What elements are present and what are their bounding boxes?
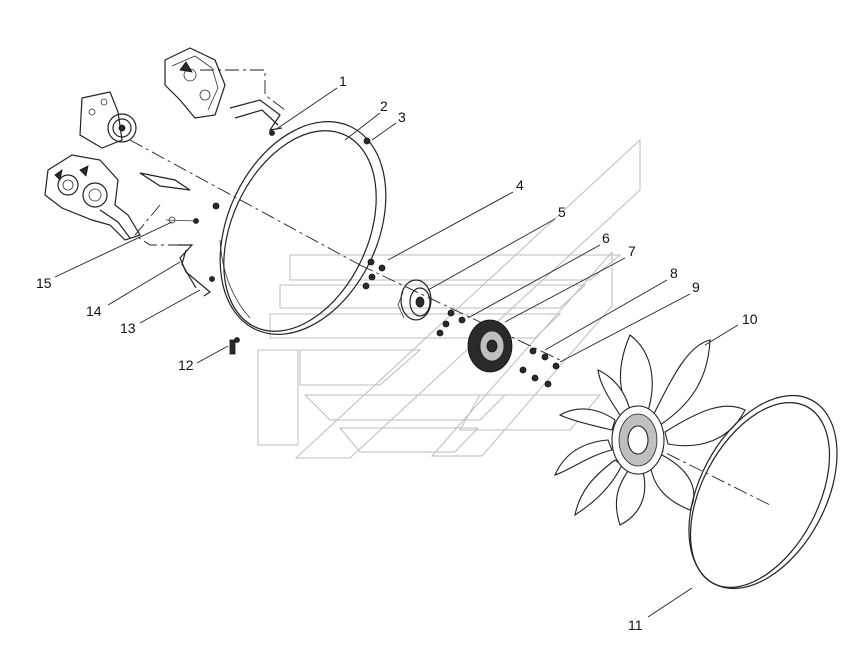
thermostat-housing (44, 154, 141, 241)
fan-assembly (554, 334, 746, 526)
fasteners (229, 130, 560, 388)
callout-15: 15 (36, 275, 52, 291)
leader-lines (54, 87, 739, 618)
callout-9: 9 (692, 279, 700, 295)
callout-labels: 1 2 3 4 5 6 7 8 9 10 11 12 13 14 15 (36, 73, 758, 633)
callout-12: 12 (178, 357, 194, 373)
fan-ring (688, 394, 838, 590)
callout-10: 10 (742, 311, 758, 327)
callout-8: 8 (670, 265, 678, 281)
pump-housing (79, 91, 137, 149)
callout-3: 3 (398, 109, 406, 125)
callout-6: 6 (602, 230, 610, 246)
viscous-clutch (467, 319, 513, 373)
callout-11: 11 (628, 617, 643, 633)
callout-2: 2 (380, 98, 388, 114)
callout-5: 5 (558, 204, 566, 220)
upper-bracket (164, 47, 283, 131)
callout-1: 1 (339, 73, 347, 89)
watermark-logo (257, 138, 641, 459)
callout-13: 13 (120, 320, 136, 336)
mounting-brackets (139, 172, 220, 297)
callout-14: 14 (86, 303, 102, 319)
fan-hub (397, 279, 432, 321)
fan-shroud-ring (219, 121, 387, 335)
callout-7: 7 (628, 243, 636, 259)
callout-4: 4 (516, 177, 524, 193)
